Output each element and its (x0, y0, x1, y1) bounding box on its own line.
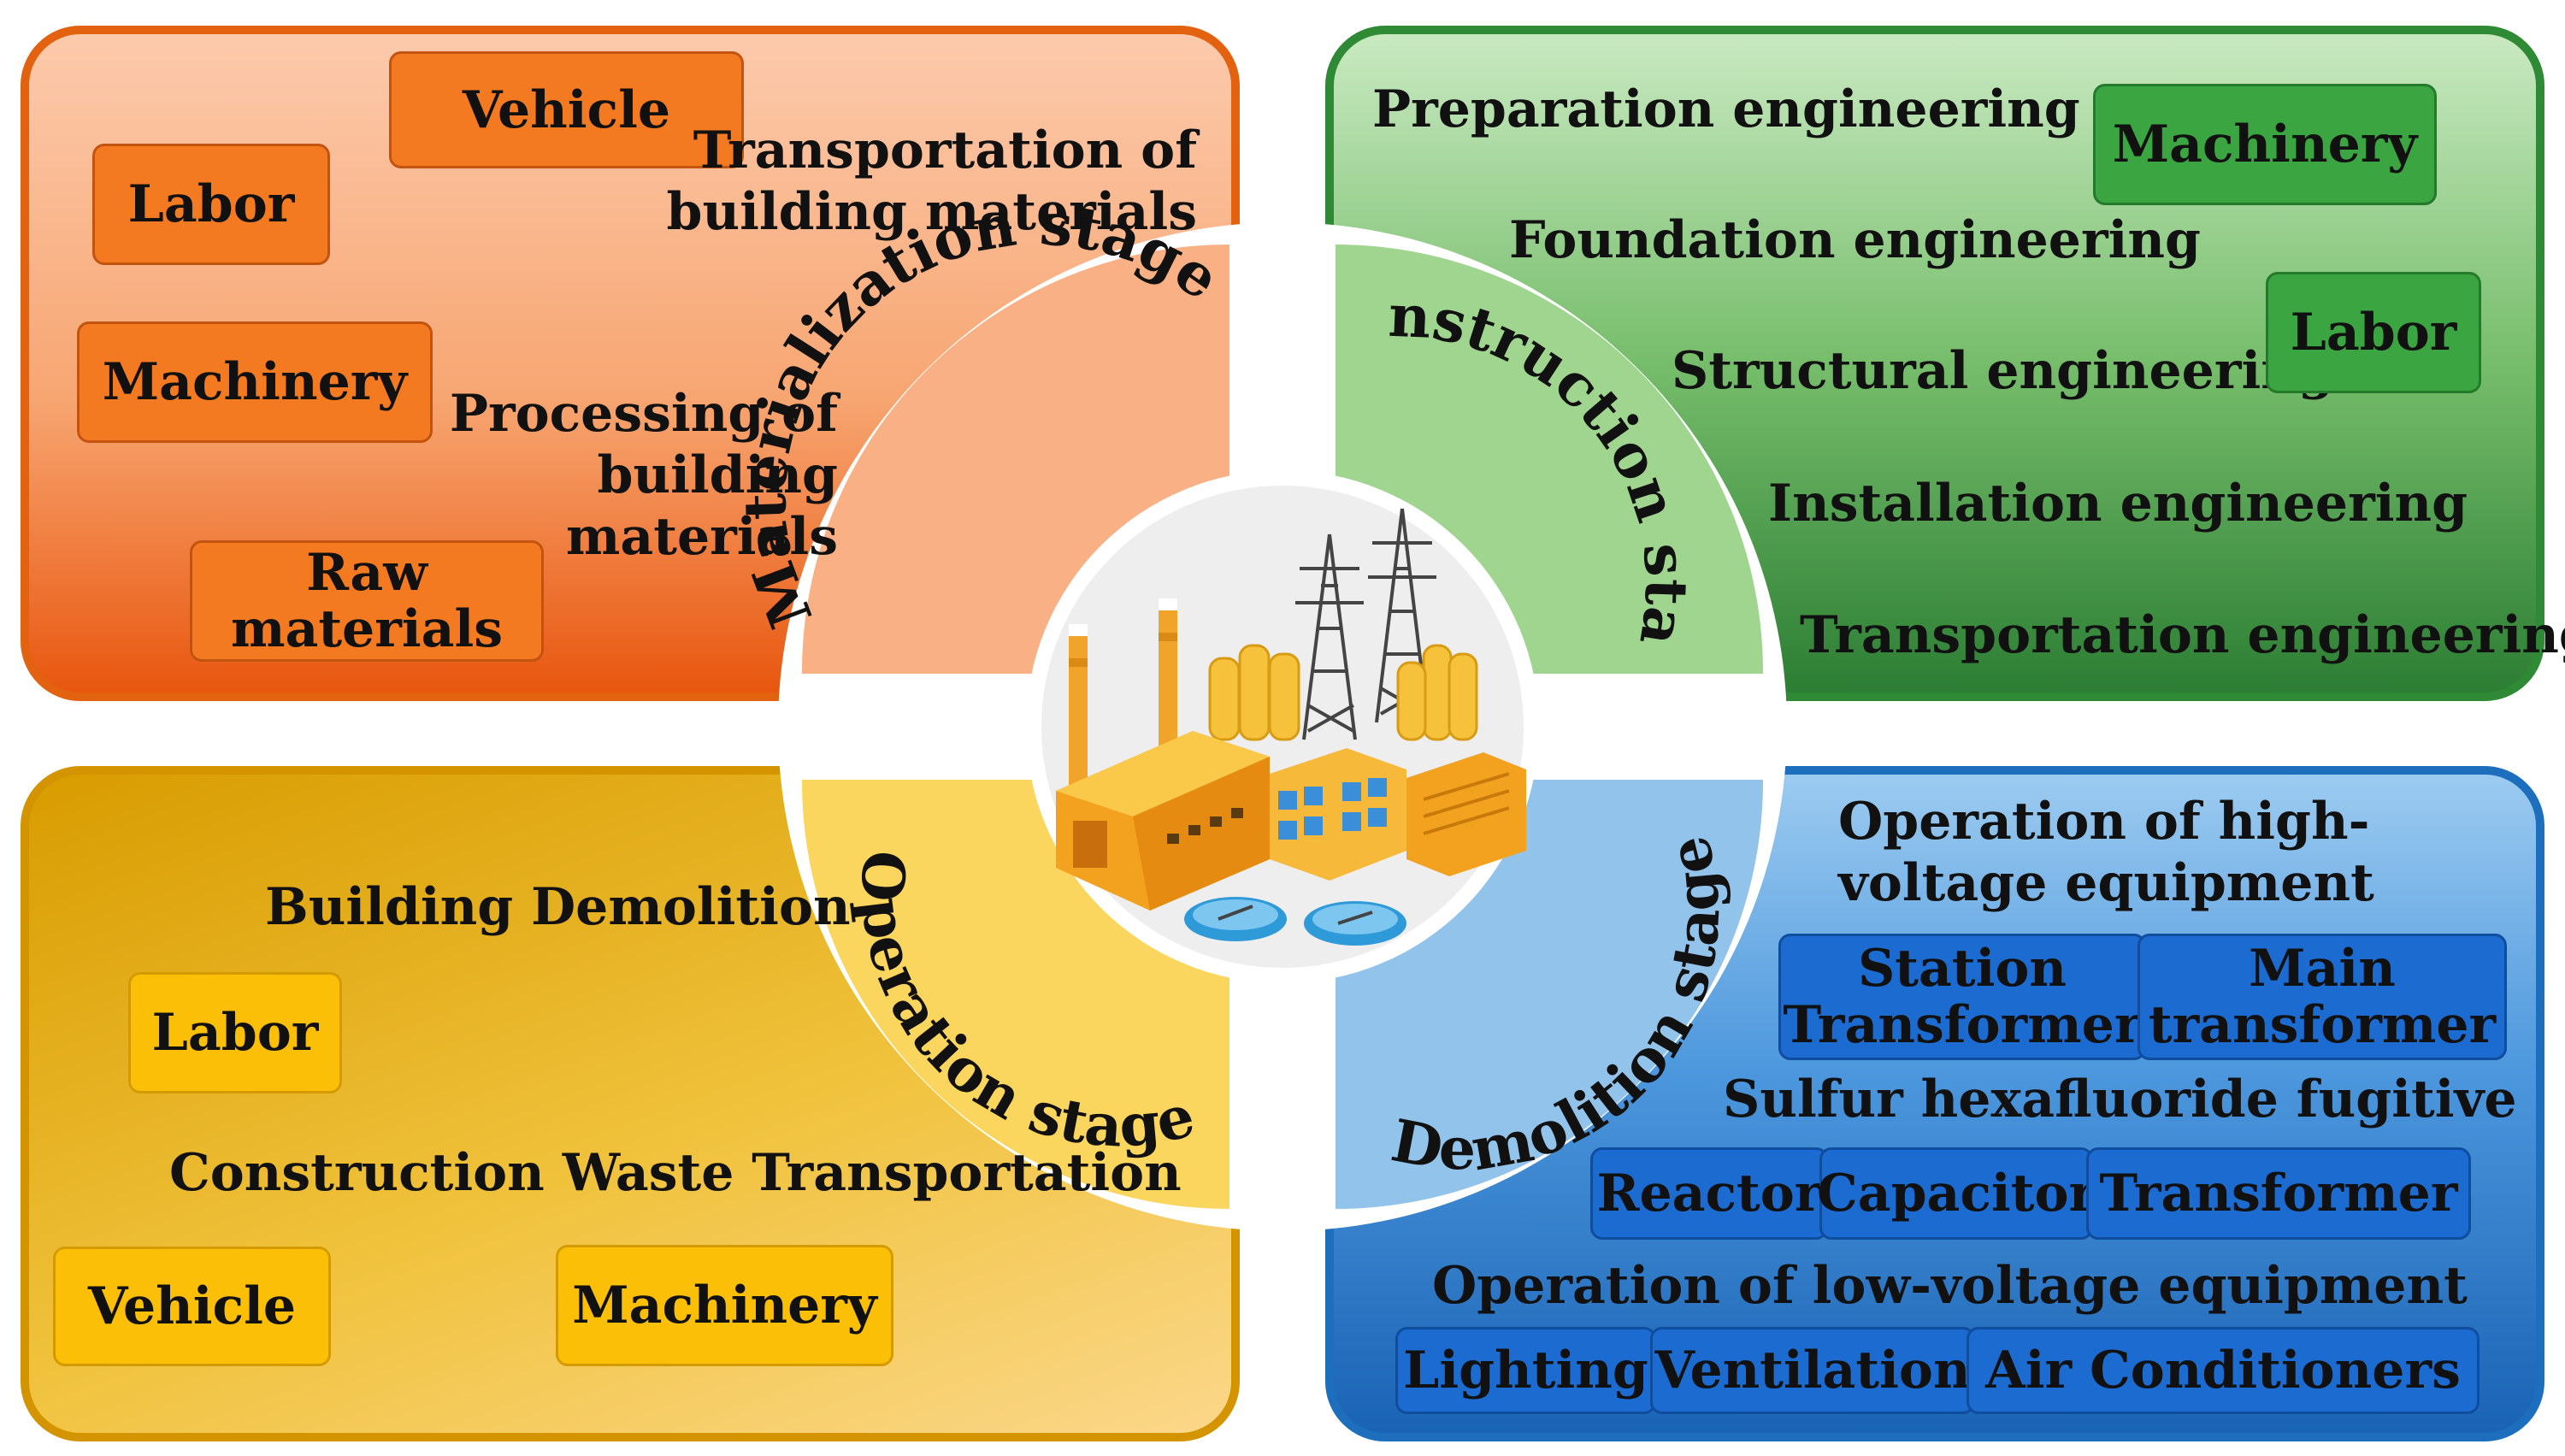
installation-engineering-text: Installation engineering (1768, 474, 2468, 533)
sf6-fugitive-text: Sulfur hexafluoride fugitive (1723, 1070, 2517, 1129)
construction-machinery-box: Machinery (2093, 84, 2437, 205)
air-conditioners-box: Air Conditioners (1966, 1327, 2480, 1414)
operation-machinery-label: Machinery (572, 1276, 877, 1335)
labor-label: Labor (127, 174, 295, 234)
high-voltage-equipment-text: Operation of high-voltage equipment (1838, 792, 2374, 913)
machinery-box: Machinery (77, 321, 433, 443)
capacitor-box: Capacitor (1816, 1147, 2096, 1240)
capacitor-label: Capacitor (1816, 1164, 2096, 1223)
vehicle-label: Vehicle (462, 80, 671, 140)
lighting-box: Lighting (1395, 1327, 1656, 1414)
low-voltage-equipment-text: Operation of low-voltage equipment (1432, 1256, 2468, 1316)
labor-box: Labor (92, 144, 330, 265)
construction-waste-transportation-text: Construction Waste Transportation (169, 1143, 1182, 1203)
transformer-label: Transformer (2099, 1164, 2458, 1223)
ventilation-box: Ventilation (1650, 1327, 1975, 1414)
air-conditioners-label: Air Conditioners (1985, 1341, 2461, 1400)
operation-vehicle-box: Vehicle (53, 1247, 331, 1366)
operation-labor-label: Labor (151, 1003, 319, 1063)
operation-vehicle-label: Vehicle (87, 1276, 297, 1336)
station-transformer-box: Station Transformer (1778, 934, 2146, 1060)
vehicle-box: Vehicle (389, 51, 744, 168)
transport-building-materials-text: Transportation of building materials (666, 121, 1197, 242)
raw-materials-label: Raw materials (230, 543, 504, 659)
transportation-engineering-text: Transportation engineering (1800, 605, 2565, 665)
ventilation-label: Ventilation (1654, 1341, 1971, 1400)
reactor-box: Reactor (1590, 1147, 1828, 1240)
construction-labor-box: Labor (2266, 272, 2481, 393)
station-transformer-label: Station Transformer (1783, 939, 2142, 1055)
foundation-engineering-text: Foundation engineering (1509, 210, 2201, 270)
operation-machinery-box: Machinery (556, 1245, 893, 1366)
construction-labor-label: Labor (2290, 303, 2457, 363)
main-transformer-label: Main transformer (2148, 939, 2497, 1055)
lighting-label: Lighting (1403, 1341, 1648, 1400)
main-transformer-box: Main transformer (2138, 934, 2507, 1060)
transformer-box: Transformer (2086, 1147, 2471, 1240)
preparation-engineering-text: Preparation engineering (1372, 80, 2080, 139)
processing-building-materials-text: Processing of building materials (449, 384, 838, 567)
structural-engineering-text: Structural engineering (1672, 341, 2334, 401)
operation-labor-box: Labor (128, 972, 342, 1093)
reactor-label: Reactor (1596, 1164, 1822, 1223)
machinery-label: Machinery (102, 352, 408, 412)
building-demolition-text: Building Demolition (265, 877, 851, 937)
raw-materials-box: Raw materials (190, 540, 544, 662)
construction-machinery-label: Machinery (2112, 115, 2418, 174)
power-plant-illustration (1056, 508, 1526, 946)
